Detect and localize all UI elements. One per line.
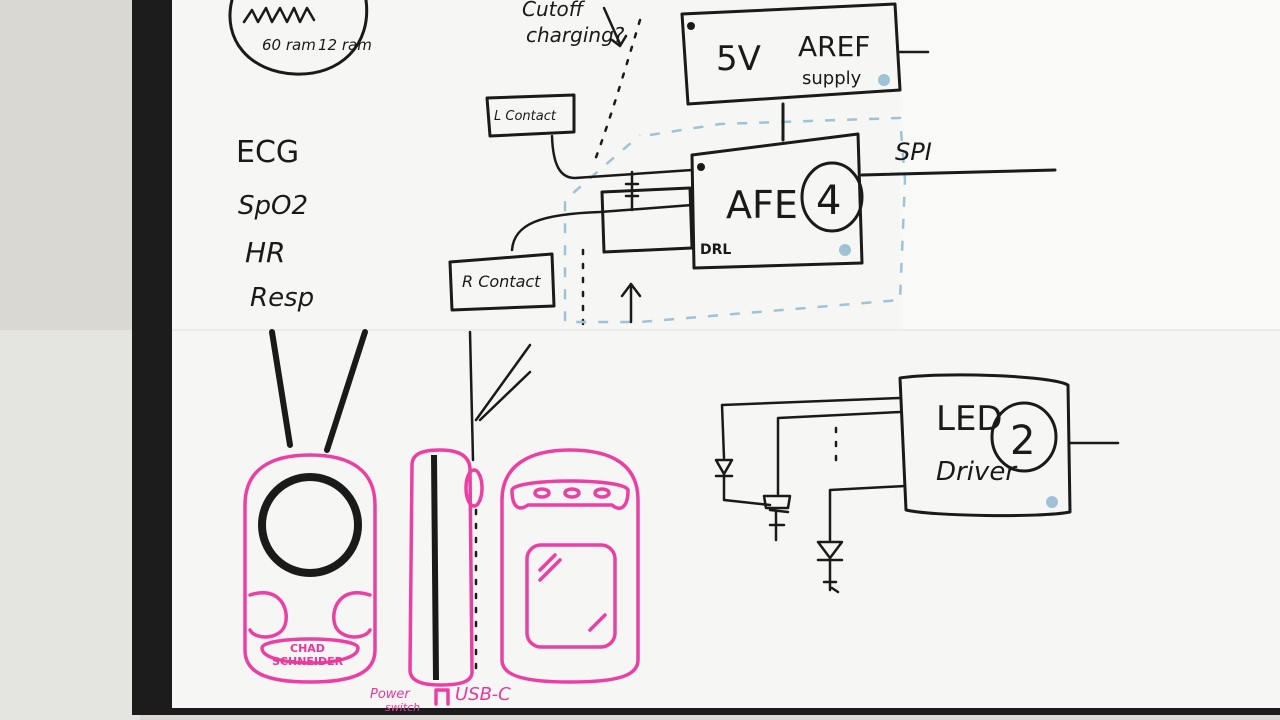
afe-number: 4 bbox=[816, 178, 841, 224]
filter-box bbox=[600, 186, 694, 254]
lanyard-side bbox=[468, 330, 532, 462]
badge-line-1: CHAD bbox=[290, 642, 325, 655]
gauge-label-1: 60 ram bbox=[262, 36, 316, 54]
spi-label: SPI bbox=[895, 138, 932, 166]
afe-box: AFE 4 DRL bbox=[690, 132, 864, 270]
r-contact-box: R Contact bbox=[448, 252, 556, 312]
led-wire-2 bbox=[776, 410, 902, 496]
r-contact-label: R Contact bbox=[462, 272, 541, 291]
afe-pin-label: DRL bbox=[700, 242, 731, 258]
up-arrow bbox=[620, 282, 642, 324]
lanyard-left bbox=[269, 329, 293, 448]
junction-cap bbox=[624, 170, 640, 212]
device-side-view bbox=[408, 448, 484, 687]
gauge-sketch: 60 ram 12 ram bbox=[228, 0, 372, 76]
led-diode-2 bbox=[762, 494, 792, 542]
badge-line-2: SCHNEIDER bbox=[272, 655, 344, 668]
led-diode-1 bbox=[714, 458, 772, 507]
r-contact-wire bbox=[510, 203, 694, 252]
l-contact-label: L Contact bbox=[494, 109, 557, 124]
l-contact-box: L Contact bbox=[485, 93, 576, 138]
supply-voltage: 5V bbox=[716, 39, 761, 79]
led-driver-box: LED 2 Driver bbox=[898, 373, 1072, 518]
device-front-view: CHAD SCHNEIDER bbox=[243, 453, 377, 684]
note-line-2: charging? bbox=[526, 23, 625, 47]
whiteboard-glare bbox=[900, 0, 1280, 330]
spi-bus-wire bbox=[860, 168, 1057, 177]
lanyard-right bbox=[324, 329, 368, 453]
l-contact-wire bbox=[550, 134, 694, 180]
led-wire-1 bbox=[720, 396, 902, 460]
electrode-ring bbox=[258, 473, 362, 577]
device-back-view bbox=[500, 448, 640, 684]
switch-symbol bbox=[434, 688, 450, 706]
supply-box: 5V AREF supply bbox=[680, 2, 930, 106]
led-driver-number: 2 bbox=[1010, 418, 1035, 464]
charging-note: Cutoff charging? bbox=[522, 0, 628, 48]
afe-label: AFE bbox=[726, 183, 798, 227]
measurement-ecg: ECG bbox=[236, 135, 299, 170]
measurement-spo2: SpO2 bbox=[238, 191, 308, 221]
note-arrow bbox=[602, 6, 628, 48]
note-line-1: Cutoff bbox=[522, 0, 586, 21]
measurement-resp: Resp bbox=[250, 283, 314, 313]
supply-sublabel: supply bbox=[802, 68, 862, 89]
supply-label: AREF bbox=[798, 30, 870, 63]
usb-c-label: USB-C bbox=[455, 684, 511, 705]
power-switch-line-1: Power bbox=[370, 687, 411, 702]
wall-shadow-lower bbox=[0, 330, 140, 720]
charge-path-dots bbox=[593, 18, 642, 162]
led-wire-3 bbox=[828, 484, 907, 542]
power-switch-line-2: switch bbox=[385, 701, 420, 714]
led-diode-3 bbox=[816, 540, 844, 594]
measurement-list: ECG SpO2 HR Resp bbox=[236, 135, 314, 313]
led-driver-sublabel: Driver bbox=[936, 457, 1018, 487]
measurement-hr: HR bbox=[245, 236, 286, 269]
gauge-label-2: 12 ram bbox=[318, 36, 372, 54]
